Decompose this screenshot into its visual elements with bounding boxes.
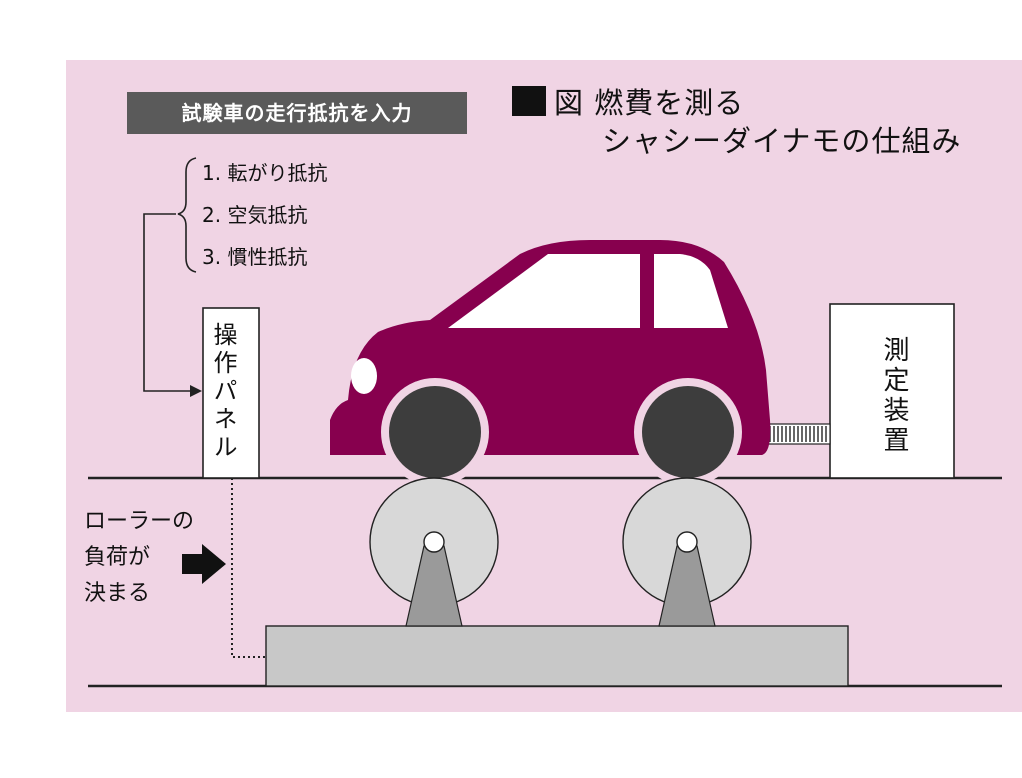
rear-wheel [642,386,734,478]
car-headlight [351,358,377,394]
diagram-title: 図 燃費を測る シャシーダイナモの仕組み [512,84,961,160]
dotted-connector [231,478,266,658]
roller-load-note: ローラーの 負荷が 決まる [84,504,194,612]
measuring-device-box [829,303,955,479]
shaft-ridges [769,426,827,442]
measuring-device-label: 測定装置 [879,336,909,456]
resistance-item: 3. 慣性抵抗 [202,245,308,269]
front-wheel [389,386,481,478]
control-panel-box [202,307,260,479]
rear-roller-axle [676,531,698,553]
title-line-2: シャシーダイナモの仕組み [602,124,962,158]
front-roller-axle [423,531,445,553]
brace-icon [177,157,197,273]
filled-square-icon [512,86,546,116]
car-front-window [448,254,640,328]
resistance-item: 1. 転がり抵抗 [202,161,328,185]
input-arrowhead [190,385,202,397]
resistance-list: 1. 転がり抵抗 2. 空気抵抗 3. 慣性抵抗 [202,152,327,278]
arrow-right-icon [182,544,226,584]
dynamo-base [265,625,849,687]
input-connector-line [143,213,192,392]
roller-load-line: 負荷が [84,545,151,570]
resistance-item: 2. 空気抵抗 [202,203,308,227]
roller-load-line: 決まる [84,581,151,606]
car-rear-window [654,254,728,328]
roller-load-line: ローラーの [84,509,195,534]
input-badge: 試験車の走行抵抗を入力 [127,92,467,134]
control-panel-label: 操作パネル [209,322,237,462]
title-line-1: 図 燃費を測る [554,86,745,120]
